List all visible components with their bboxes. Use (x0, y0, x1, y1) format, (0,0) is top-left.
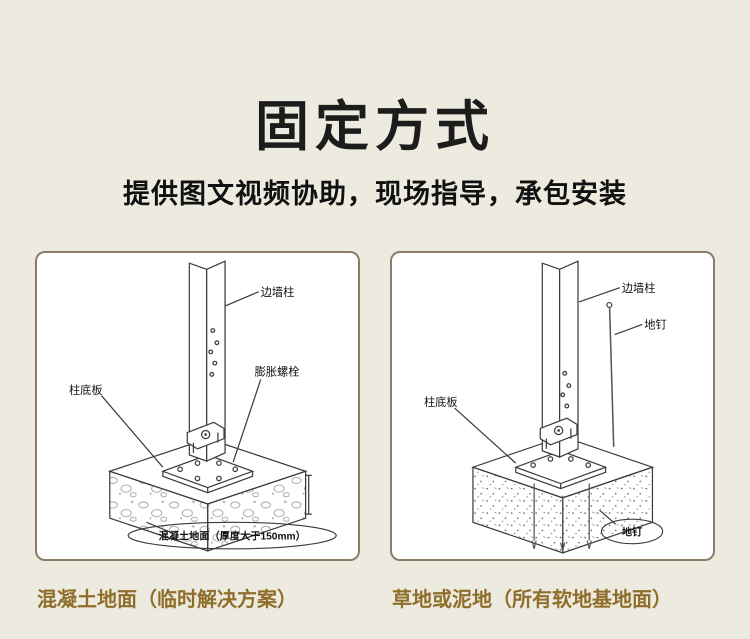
panel-concrete-ground: 边墙柱 膨胀螺栓 柱底板 混凝土地面（厚度大于150mm） (35, 251, 360, 562)
ground-label-oval (127, 521, 337, 550)
wall-column-label: 边墙柱 (261, 285, 295, 299)
caption-concrete-ground: 混凝土地面（临时解决方案） (37, 589, 297, 612)
thickness-dimension (305, 474, 312, 515)
base-plate-label: 柱底板 (69, 383, 103, 397)
base-plate-label: 柱底板 (424, 395, 458, 409)
concrete-ground-label: 混凝土地面（厚度大于150mm） (159, 530, 306, 543)
soft-ground-diagram: 边墙柱 地钉 柱底板 地钉 (424, 260, 667, 554)
column-base-plate (161, 454, 255, 494)
diagram-panels: 边墙柱 膨胀螺栓 柱底板 混凝土地面（厚度大于150mm） (0, 251, 750, 562)
column-base-plate (513, 450, 608, 490)
panel-captions: 混凝土地面（临时解决方案） 草地或泥地（所有软地基地面） (0, 583, 750, 612)
wall-column (541, 260, 579, 459)
expansion-bolt-label: 膨胀螺栓 (255, 364, 300, 378)
ground-nail-bottom-label: 地钉 (622, 526, 643, 539)
foot-bracket (539, 417, 578, 449)
buried-ground-nails (531, 483, 592, 552)
nail-label-oval (600, 518, 664, 545)
concrete-ground-diagram: 边墙柱 膨胀螺栓 柱底板 混凝土地面（厚度大于150mm） (69, 260, 337, 552)
caption-soft-ground: 草地或泥地（所有软地基地面） (392, 589, 672, 612)
foot-bracket (186, 421, 225, 454)
page-title: 固定方式 (255, 97, 495, 157)
ground-nail (606, 302, 615, 447)
wall-column-label: 边墙柱 (622, 281, 656, 295)
wall-column (188, 260, 226, 463)
diagram-labels: 边墙柱 膨胀螺栓 柱底板 混凝土地面（厚度大于150mm） (69, 285, 337, 550)
panel-soft-ground: 边墙柱 地钉 柱底板 地钉 (390, 251, 715, 562)
diagram-labels: 边墙柱 地钉 柱底板 地钉 (424, 281, 667, 545)
page-subtitle: 提供图文视频协助，现场指导，承包安装 (123, 179, 627, 210)
ground-nail-top-label: 地钉 (644, 319, 666, 332)
